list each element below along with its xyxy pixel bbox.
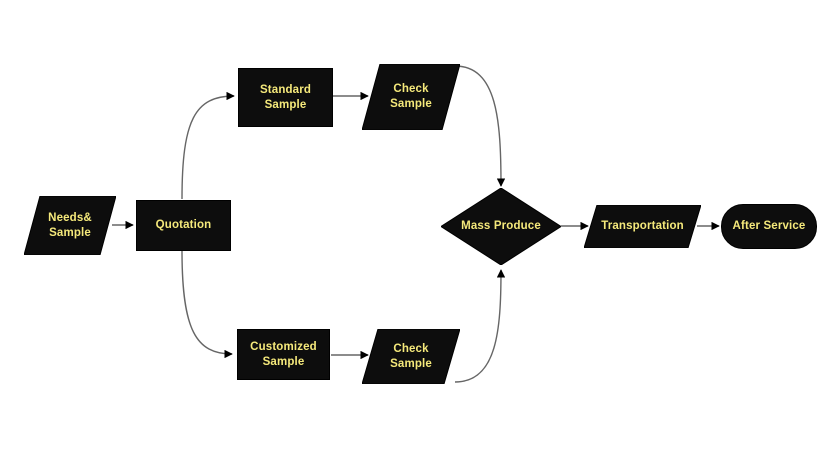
edge-check-sample-top-to-mass-produce — [454, 65, 506, 187]
node-label-quotation: Quotation — [155, 219, 212, 232]
node-after-service[interactable]: After Service — [721, 204, 817, 249]
diamond-shape-mass-produce — [441, 188, 561, 265]
node-quotation[interactable]: Quotation — [136, 200, 231, 251]
node-label-after-service: After Service — [732, 220, 806, 233]
node-label-check-sample-bottom: Check Sample — [390, 342, 432, 370]
node-label-standard-sample: Standard Sample — [259, 83, 312, 111]
parallelogram-shape-check-sample-top — [362, 64, 460, 130]
edge-quotation-to-standard-sample — [181, 91, 235, 200]
node-check-sample-top[interactable]: Check Sample — [362, 64, 460, 130]
node-standard-sample[interactable]: Standard Sample — [238, 68, 333, 127]
node-label-mass-produce: Mass Produce — [461, 220, 541, 233]
node-label-transportation: Transportation — [601, 220, 684, 233]
node-needs-sample[interactable]: Needs& Sample — [24, 196, 116, 255]
parallelogram-shape-check-sample-bottom — [362, 329, 460, 384]
node-mass-produce[interactable]: Mass Produce — [441, 188, 561, 265]
node-customized-sample[interactable]: Customized Sample — [237, 329, 330, 380]
node-check-sample-bottom[interactable]: Check Sample — [362, 329, 460, 384]
node-transportation[interactable]: Transportation — [584, 205, 701, 248]
parallelogram-shape-transportation — [584, 205, 701, 248]
node-label-needs-sample: Needs& Sample — [48, 211, 92, 239]
edge-check-sample-bottom-to-mass-produce — [454, 269, 506, 383]
parallelogram-shape-needs-sample — [24, 196, 116, 255]
node-label-customized-sample: Customized Sample — [250, 340, 317, 368]
node-label-check-sample-top: Check Sample — [390, 83, 432, 110]
edge-quotation-to-customized-sample — [181, 250, 233, 359]
